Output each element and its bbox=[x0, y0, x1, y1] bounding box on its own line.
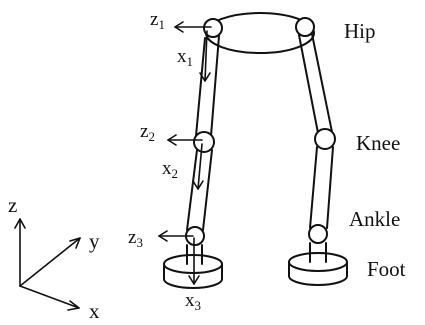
x2-arrow bbox=[192, 143, 204, 190]
ankle-label: Ankle bbox=[349, 207, 400, 231]
left-shin bbox=[186, 149, 213, 231]
x3-arrow bbox=[188, 237, 200, 285]
z1-label: z1 bbox=[150, 9, 165, 32]
world-y-label: y bbox=[89, 229, 100, 253]
z3-label: z3 bbox=[128, 227, 143, 250]
right-knee-joint bbox=[314, 128, 336, 150]
x3-label: x3 bbox=[185, 290, 201, 313]
world-axes bbox=[14, 218, 81, 311]
hip-joint-left bbox=[203, 18, 223, 38]
right-ankle-joint bbox=[308, 224, 328, 244]
world-z-label: z bbox=[8, 193, 17, 217]
z3-arrow bbox=[158, 230, 194, 242]
right-thigh bbox=[298, 33, 333, 134]
z2-label: z2 bbox=[140, 121, 155, 144]
left-thigh bbox=[195, 35, 220, 137]
hip-joint-right bbox=[295, 17, 315, 37]
z1-arrow bbox=[174, 21, 212, 33]
left-foot bbox=[163, 244, 223, 289]
foot-label: Foot bbox=[367, 257, 406, 281]
world-x-label: x bbox=[89, 299, 100, 323]
knee-label: Knee bbox=[356, 131, 400, 155]
x1-arrow bbox=[199, 30, 211, 82]
x2-label: x2 bbox=[162, 158, 178, 181]
right-shin bbox=[309, 146, 334, 229]
right-foot bbox=[288, 242, 348, 286]
z2-arrow bbox=[167, 134, 203, 146]
left-knee-joint bbox=[193, 131, 215, 153]
hip-label: Hip bbox=[344, 19, 376, 43]
x1-label: x1 bbox=[177, 46, 193, 69]
